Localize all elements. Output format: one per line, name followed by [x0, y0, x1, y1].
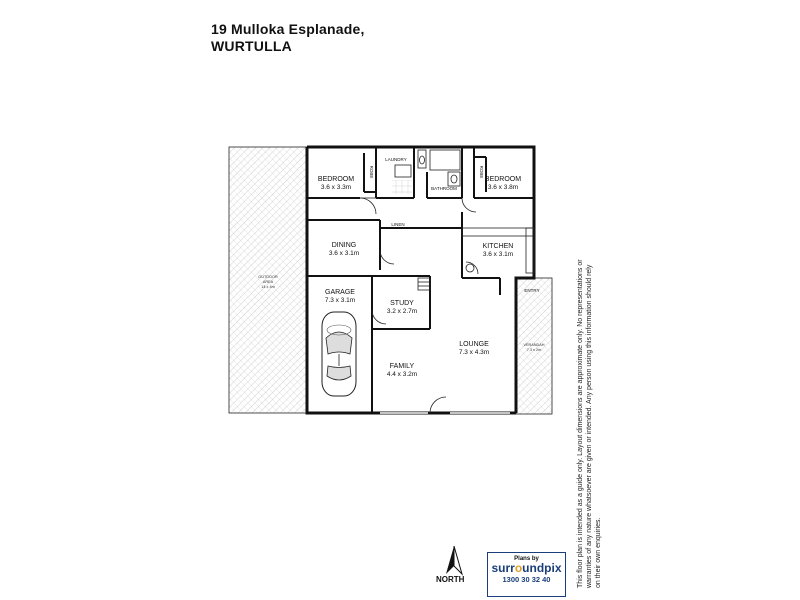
- outdoor-area: [228, 146, 308, 414]
- robe-1-label: ROBE: [369, 166, 374, 179]
- kitchen-dims: 3.6 x 3.1m: [483, 251, 513, 258]
- kitchen-bench: [461, 227, 535, 274]
- surroundpix-logo: Plans by surroundpix 1300 30 32 40: [487, 552, 566, 597]
- garage-name: GARAGE: [325, 289, 355, 296]
- robe-2-label: ROBE: [479, 166, 484, 179]
- bedroom-1-name: BEDROOM: [318, 176, 354, 183]
- bedroom-1-dims: 3.6 x 3.3m: [321, 184, 351, 191]
- logo-brand: surroundpix: [488, 562, 565, 575]
- disclaimer-text: This floor plan is intended as a guide o…: [577, 259, 602, 588]
- bathroom-fixtures: [392, 149, 461, 194]
- lounge-dims: 7.3 x 4.3m: [459, 349, 489, 356]
- logo-phone: 1300 30 32 40: [502, 575, 551, 584]
- outdoor-label: OUTDOOR: [258, 275, 278, 279]
- verandah-label: VERANDAH: [523, 343, 544, 347]
- logo-brand-a: surr: [491, 561, 515, 575]
- bedroom-2-dims: 3.6 x 3.8m: [488, 184, 518, 191]
- address-line-2: WURTULLA: [211, 38, 292, 54]
- stairs: [417, 277, 431, 291]
- study-dims: 3.2 x 2.7m: [387, 308, 417, 315]
- family-dims: 4.4 x 3.2m: [387, 371, 417, 378]
- address-line-1: 19 Mulloka Esplanade,: [211, 21, 365, 37]
- logo-brand-o: o: [514, 561, 523, 575]
- north-label: NORTH: [436, 575, 465, 584]
- kitchen-name: KITCHEN: [483, 243, 514, 250]
- bathroom-label: BATHROOM: [431, 186, 457, 191]
- verandah-dims: 7.3 x 2m: [527, 348, 542, 352]
- external-walls: [305, 145, 536, 415]
- dining-dims: 3.6 x 3.1m: [329, 250, 359, 257]
- linen-label: LINEN: [391, 222, 404, 227]
- outdoor-dims: 14 x 4m: [261, 285, 275, 289]
- room-labels: BEDROOM 3.6 x 3.3m BEDROOM 3.6 x 3.8m DI…: [258, 157, 545, 378]
- lounge-name: LOUNGE: [459, 341, 489, 348]
- garage-dims: 7.3 x 3.1m: [325, 297, 355, 304]
- internal-walls: [307, 147, 534, 413]
- car-icon: [321, 311, 357, 397]
- bedroom-2-name: BEDROOM: [485, 176, 521, 183]
- family-name: FAMILY: [390, 363, 415, 370]
- laundry-label: LAUNDRY: [385, 157, 406, 162]
- logo-plans-by: Plans by: [514, 556, 539, 562]
- north-arrow-icon: [446, 545, 464, 576]
- logo-brand-b: undpix: [522, 561, 562, 575]
- entry-label: ENTRY: [524, 288, 539, 293]
- study-name: STUDY: [390, 300, 414, 307]
- dining-name: DINING: [332, 242, 357, 249]
- doors: [359, 197, 479, 414]
- outdoor-sub: AREA: [263, 280, 274, 284]
- verandah: [515, 277, 553, 415]
